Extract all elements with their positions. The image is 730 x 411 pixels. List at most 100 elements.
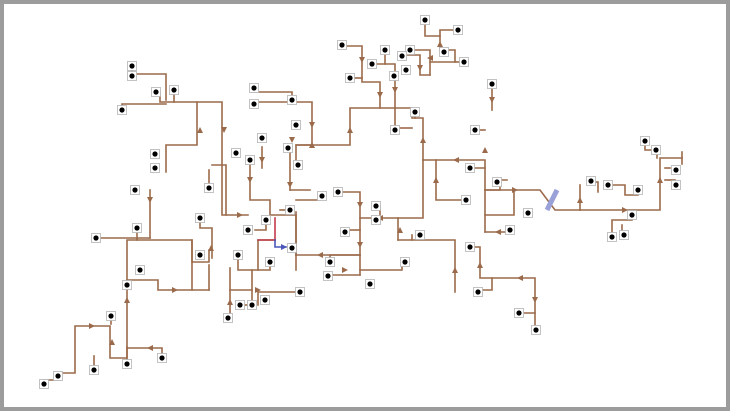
filled-dot-in-square-icon bbox=[514, 308, 524, 318]
network-edge bbox=[159, 91, 249, 216]
triangle-arrow-icon bbox=[147, 197, 153, 203]
triangle-arrow-icon bbox=[427, 55, 433, 61]
triangle-arrow-icon bbox=[392, 87, 398, 93]
triangle-arrow-icon bbox=[342, 267, 348, 273]
network-edges bbox=[43, 19, 683, 381]
triangle-arrow-icon bbox=[247, 177, 253, 183]
filled-dot-in-square-icon bbox=[607, 232, 617, 242]
triangle-arrow-icon bbox=[124, 297, 130, 303]
triangle-arrow-icon bbox=[622, 207, 628, 213]
filled-dot-in-square-icon bbox=[122, 359, 132, 369]
triangle-arrow-icon bbox=[657, 177, 663, 183]
network-edge bbox=[422, 159, 486, 233]
triangle-arrow-icon bbox=[109, 339, 115, 345]
filled-dot-in-square-icon bbox=[285, 205, 295, 215]
triangle-arrow-icon bbox=[172, 287, 178, 293]
filled-dot-in-square-icon bbox=[380, 45, 390, 55]
filled-dot-in-square-icon bbox=[295, 287, 305, 297]
filled-dot-in-square-icon bbox=[340, 227, 350, 237]
triangle-arrow-icon bbox=[197, 127, 203, 133]
filled-dot-in-square-icon bbox=[415, 230, 425, 240]
filled-dot-in-square-icon bbox=[671, 180, 681, 190]
filled-dot-in-square-icon bbox=[405, 45, 415, 55]
triangle-arrow-icon bbox=[495, 229, 501, 235]
filled-dot-in-square-icon bbox=[53, 371, 63, 381]
filled-dot-in-square-icon bbox=[265, 257, 275, 267]
filled-dot-in-square-icon bbox=[293, 160, 303, 170]
triangle-arrow-icon bbox=[489, 97, 495, 103]
filled-dot-in-square-icon bbox=[487, 79, 497, 89]
network-edge bbox=[339, 45, 381, 109]
network-edge bbox=[424, 19, 459, 37]
filled-dot-in-square-icon bbox=[127, 61, 137, 71]
triangle-arrow-icon bbox=[259, 157, 265, 163]
filled-dot-in-square-icon bbox=[39, 379, 49, 389]
network-edge bbox=[165, 101, 198, 173]
filled-dot-in-square-icon bbox=[390, 125, 400, 135]
filled-dot-in-square-icon bbox=[389, 71, 399, 81]
network-edge bbox=[484, 189, 581, 211]
network-edge bbox=[43, 239, 193, 381]
filled-dot-in-square-icon bbox=[420, 15, 430, 25]
filled-dot-in-square-icon bbox=[231, 148, 241, 158]
filled-dot-in-square-icon bbox=[130, 185, 140, 195]
filled-dot-in-square-icon bbox=[249, 83, 259, 93]
triangle-arrow-icon bbox=[357, 242, 363, 248]
triangle-arrow-icon bbox=[417, 65, 423, 71]
filled-dot-in-square-icon bbox=[235, 300, 245, 310]
filled-dot-in-square-icon bbox=[106, 311, 116, 321]
filled-dot-in-square-icon bbox=[291, 120, 301, 130]
filled-dot-in-square-icon bbox=[249, 99, 259, 109]
network-edge bbox=[191, 239, 210, 263]
filled-dot-in-square-icon bbox=[410, 107, 420, 117]
filled-dot-in-square-icon bbox=[371, 201, 381, 211]
filled-dot-in-square-icon bbox=[151, 87, 161, 97]
network-edge bbox=[394, 107, 424, 161]
filled-dot-in-square-icon bbox=[505, 225, 515, 235]
filled-dot-in-square-icon bbox=[257, 133, 267, 143]
filled-dot-in-square-icon bbox=[150, 163, 160, 173]
network-edge bbox=[484, 189, 515, 216]
network-edge bbox=[359, 217, 399, 276]
triangle-arrow-icon bbox=[532, 297, 538, 303]
triangle-arrow-icon bbox=[397, 227, 403, 233]
triangle-arrow-icon bbox=[453, 157, 459, 163]
triangle-arrow-icon bbox=[452, 267, 458, 273]
network-edge bbox=[211, 164, 227, 216]
triangle-arrow-icon bbox=[577, 197, 583, 203]
network-edge bbox=[409, 49, 431, 76]
network-edge bbox=[199, 219, 213, 259]
filled-dot-in-square-icon bbox=[223, 313, 233, 323]
filled-dot-in-square-icon bbox=[243, 225, 253, 235]
network-edge bbox=[579, 157, 683, 211]
filled-dot-in-square-icon bbox=[195, 250, 205, 260]
triangle-arrow-icon bbox=[317, 252, 323, 258]
triangle-arrow-icon bbox=[517, 275, 523, 281]
triangle-arrow-icon bbox=[437, 41, 443, 47]
triangle-arrow-icon bbox=[309, 122, 315, 128]
triangle-arrow-icon bbox=[477, 262, 483, 268]
triangle-arrow-icon bbox=[347, 127, 353, 133]
network-edge bbox=[359, 261, 403, 271]
filled-dot-in-square-icon bbox=[127, 71, 137, 81]
network-edge bbox=[397, 239, 456, 293]
triangle-arrow-icon bbox=[255, 287, 261, 293]
triangle-arrow-icon bbox=[89, 323, 95, 329]
filled-dot-in-square-icon bbox=[89, 365, 99, 375]
network-edge bbox=[257, 291, 301, 306]
filled-dot-in-square-icon bbox=[473, 287, 483, 297]
filled-dot-in-square-icon bbox=[195, 213, 205, 223]
network-edge bbox=[126, 279, 210, 291]
filled-dot-in-square-icon bbox=[523, 208, 533, 218]
filled-dot-in-square-icon bbox=[91, 233, 101, 243]
triangle-arrow-icon bbox=[237, 212, 243, 218]
filled-dot-in-square-icon bbox=[397, 51, 407, 61]
filled-dot-in-square-icon bbox=[586, 176, 596, 186]
network-nodes bbox=[39, 15, 681, 389]
triangle-arrow-icon bbox=[433, 177, 439, 183]
filled-dot-in-square-icon bbox=[439, 47, 449, 57]
filled-dot-in-square-icon bbox=[492, 177, 502, 187]
filled-dot-in-square-icon bbox=[135, 265, 145, 275]
